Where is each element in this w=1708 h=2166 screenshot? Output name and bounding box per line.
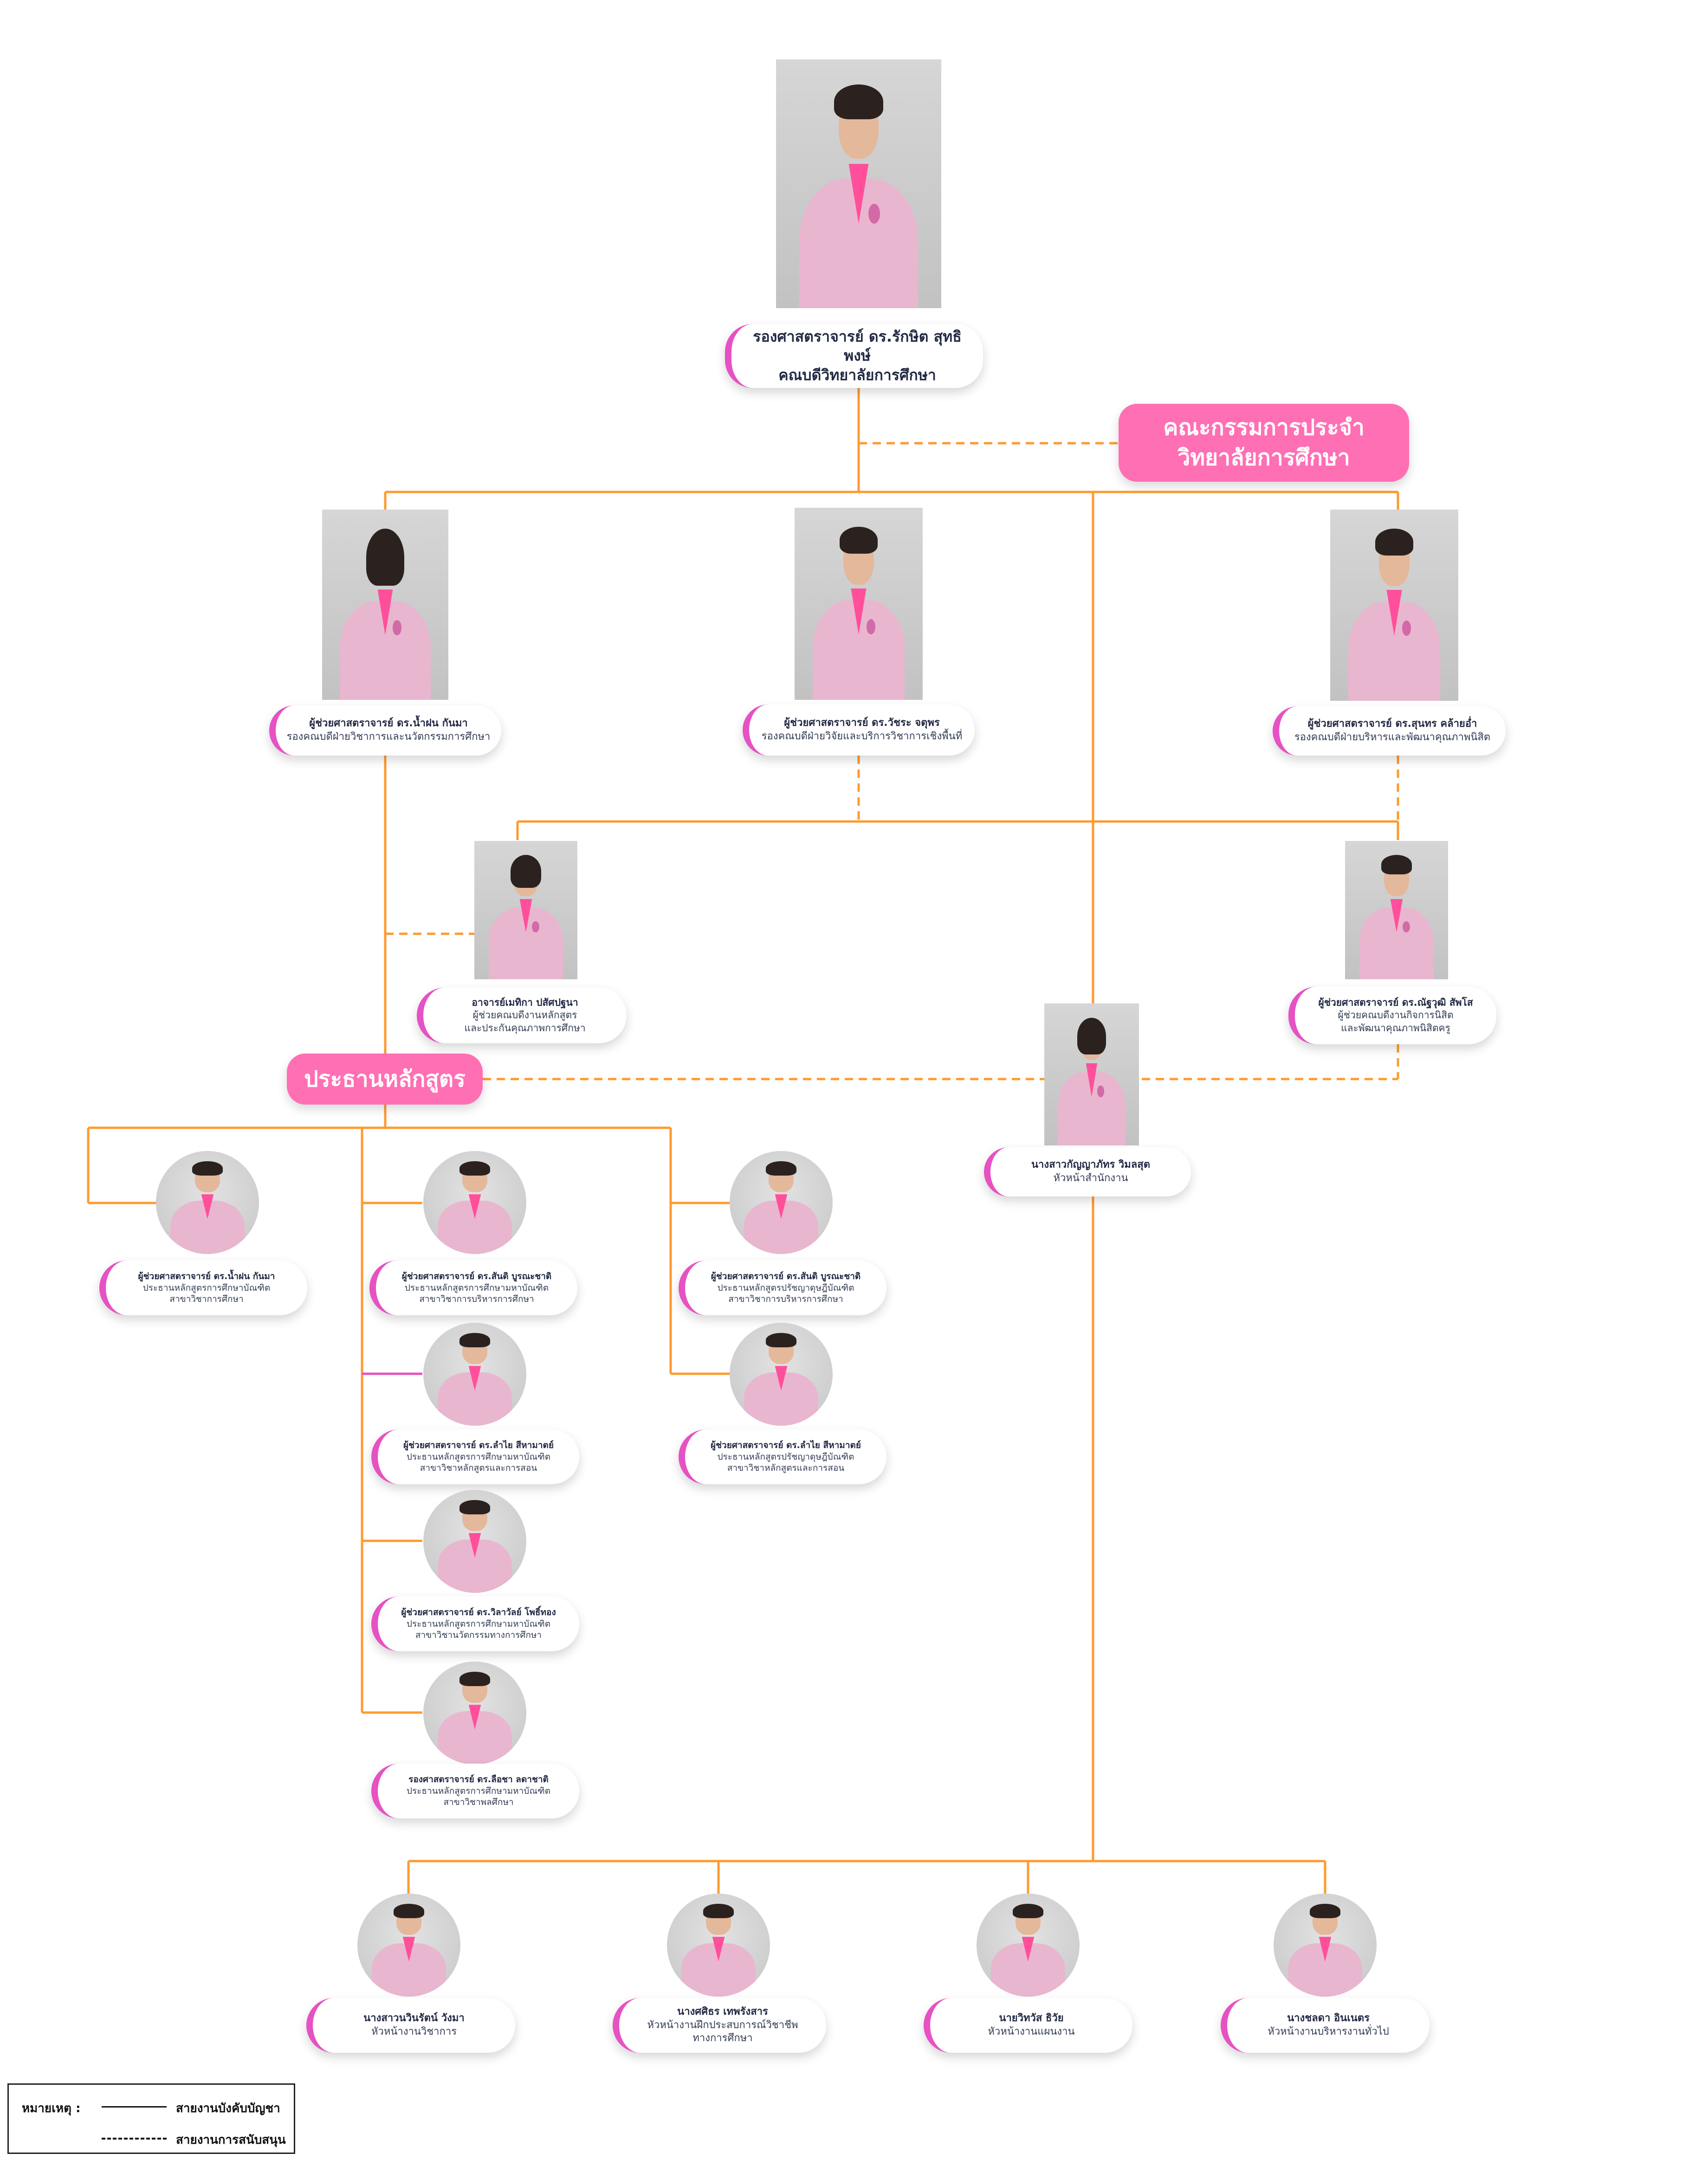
committee-line1: คณะกรรมการประจำ bbox=[1163, 414, 1365, 441]
assistant-2-photo bbox=[1345, 841, 1448, 979]
program-chair-5-name: รองศาสตราจารย์ ดร.ลือชา ลดาชาติ bbox=[408, 1774, 549, 1785]
assistant-1-photo bbox=[474, 841, 577, 979]
staff-2-name: นางศศิธร เทพรังสาร bbox=[677, 2006, 768, 2018]
staff-4-name: นางชลดา อินเนตร bbox=[1287, 2012, 1370, 2024]
staff-1-name: นางสาวนวินรัตน์ วังมา bbox=[363, 2012, 465, 2024]
staff-2-photo bbox=[667, 1894, 770, 1997]
dean-title: คณบดีวิทยาลัยการศึกษา bbox=[778, 366, 936, 384]
vice-dean-3-name: ผู้ช่วยศาสตราจารย์ ดร.สุนทร คล้ายอ่ำ bbox=[1307, 718, 1477, 730]
program-chair-4-title2: สาขาวิชานวัตกรรมทางการศึกษา bbox=[415, 1630, 542, 1641]
assistant-2-card: ผู้ช่วยศาสตราจารย์ ดร.ณัฐวุฒิ สัพโส ผู้ช… bbox=[1288, 987, 1496, 1044]
vice-dean-2-name: ผู้ช่วยศาสตราจารย์ ดร.วัชระ จตุพร bbox=[784, 717, 940, 729]
vice-dean-1-title: รองคณบดีฝ่ายวิชาการและนวัตกรรมการศึกษา bbox=[286, 731, 491, 743]
program-chair-7-card: ผู้ช่วยศาสตราจารย์ ดร.ลำไย สีหามาตย์ ประ… bbox=[679, 1429, 886, 1484]
legend-dashed-line bbox=[102, 2138, 167, 2140]
vice-dean-2-title: รองคณบดีฝ่ายวิจัยและบริการวิชาการเชิงพื้… bbox=[761, 731, 963, 742]
committee-line2: วิทยาลัยการศึกษา bbox=[1177, 445, 1350, 471]
program-chair-4-card: ผู้ช่วยศาสตราจารย์ ดร.วิลาวัลย์ โพธิ์ทอง… bbox=[371, 1597, 579, 1651]
program-chair-6-card: ผู้ช่วยศาสตราจารย์ ดร.สันติ บูรณะชาติ ปร… bbox=[679, 1261, 886, 1315]
program-chair-6-title2: สาขาวิชาการบริหารการศึกษา bbox=[728, 1294, 843, 1305]
staff-4-title1: หัวหน้างานบริหารงานทั่วไป bbox=[1268, 2026, 1389, 2037]
legend-box: หมายเหตุ : สายงานบังคับบัญชา สายงานการสน… bbox=[7, 2083, 295, 2154]
program-chair-1-name: ผู้ช่วยศาสตราจารย์ ดร.น้ำฝน กันมา bbox=[138, 1271, 275, 1281]
program-chair-5-card: รองศาสตราจารย์ ดร.ลือชา ลดาชาติ ประธานหล… bbox=[371, 1764, 579, 1818]
program-chair-1-card: ผู้ช่วยศาสตราจารย์ ดร.น้ำฝน กันมา ประธาน… bbox=[99, 1261, 307, 1315]
vice-dean-1-card: ผู้ช่วยศาสตราจารย์ ดร.น้ำฝน กันมา รองคณบ… bbox=[269, 705, 501, 756]
program-chair-7-title2: สาขาวิชาหลักสูตรและการสอน bbox=[727, 1463, 845, 1474]
program-chair-5-title2: สาขาวิชาพลศึกษา bbox=[443, 1797, 514, 1808]
program-chair-7-photo bbox=[730, 1323, 833, 1426]
vice-dean-3-title: รองคณบดีฝ่ายบริหารและพัฒนาคุณภาพนิสิต bbox=[1294, 731, 1491, 743]
program-chair-6-title1: ประธานหลักสูตรปรัชญาดุษฎีบัณฑิต bbox=[717, 1282, 854, 1293]
dean-name: รองศาสตราจารย์ ดร.รักษิต สุทธิพงษ์ bbox=[753, 327, 962, 365]
staff-1-title1: หัวหน้างานวิชาการ bbox=[371, 2026, 457, 2037]
vice-dean-2-card: ผู้ช่วยศาสตราจารย์ ดร.วัชระ จตุพร รองคณบ… bbox=[743, 705, 975, 756]
assistant-2-title1: ผู้ช่วยคณบดีงานกิจการนิสิต bbox=[1338, 1009, 1454, 1021]
legend-solid-text: สายงานบังคับบัญชา bbox=[176, 2101, 280, 2115]
assistant-2-name: ผู้ช่วยศาสตราจารย์ ดร.ณัฐวุฒิ สัพโส bbox=[1318, 997, 1473, 1009]
program-chair-3-name: ผู้ช่วยศาสตราจารย์ ดร.ลำไย สีหามาตย์ bbox=[403, 1440, 554, 1450]
staff-3-photo bbox=[977, 1894, 1080, 1997]
committee-box: คณะกรรมการประจำ วิทยาลัยการศึกษา bbox=[1119, 404, 1409, 482]
staff-3-name: นายวิทวัส ธิวัย bbox=[999, 2012, 1064, 2024]
program-chair-6-name: ผู้ช่วยศาสตราจารย์ ดร.สันติ บูรณะชาติ bbox=[711, 1271, 861, 1281]
program-chair-label: ประธานหลักสูตร bbox=[287, 1054, 483, 1105]
program-chair-1-title2: สาขาวิชาการศึกษา bbox=[169, 1294, 244, 1305]
program-chair-5-title1: ประธานหลักสูตรการศึกษามหาบัณฑิต bbox=[406, 1785, 551, 1796]
program-chair-7-name: ผู้ช่วยศาสตราจารย์ ดร.ลำไย สีหามาตย์ bbox=[711, 1440, 861, 1450]
dean-card: รองศาสตราจารย์ ดร.รักษิต สุทธิพงษ์ คณบดี… bbox=[725, 324, 983, 388]
vice-dean-3-photo bbox=[1330, 510, 1458, 701]
program-chair-1-title1: ประธานหลักสูตรการศึกษาบัณฑิต bbox=[142, 1282, 271, 1293]
office-head-photo bbox=[1044, 1003, 1139, 1145]
program-chair-4-photo bbox=[423, 1490, 526, 1593]
program-chair-3-card: ผู้ช่วยศาสตราจารย์ ดร.ลำไย สีหามาตย์ ประ… bbox=[371, 1429, 579, 1484]
office-head-name: นางสาวกัญญาภัทร วิมลสุต bbox=[1031, 1159, 1150, 1171]
dean-photo bbox=[776, 59, 941, 308]
legend-label: หมายเหตุ : bbox=[22, 2101, 81, 2115]
program-chair-2-name: ผู้ช่วยศาสตราจารย์ ดร.สันติ บูรณะชาติ bbox=[401, 1271, 552, 1281]
program-chair-2-card: ผู้ช่วยศาสตราจารย์ ดร.สันติ บูรณะชาติ ปร… bbox=[369, 1261, 577, 1315]
assistant-1-card: อาจารย์เมทิกา ปสัศปฐนา ผู้ช่วยคณบดีงานหล… bbox=[417, 988, 627, 1043]
vice-dean-3-card: ผู้ช่วยศาสตราจารย์ ดร.สุนทร คล้ายอ่ำ รอง… bbox=[1273, 706, 1506, 756]
assistant-1-name: อาจารย์เมทิกา ปสัศปฐนา bbox=[472, 997, 578, 1009]
office-head-card: นางสาวกัญญาภัทร วิมลสุต หัวหน้าสำนักงาน bbox=[984, 1147, 1191, 1196]
staff-1-photo bbox=[357, 1894, 460, 1997]
program-chair-3-photo bbox=[423, 1323, 526, 1426]
staff-2-card: นางศศิธร เทพรังสาร หัวหน้างานฝึกประสบการ… bbox=[613, 1998, 826, 2053]
legend-dashed-text: สายงานการสนับสนุน bbox=[176, 2133, 286, 2147]
staff-2-title2: ทางการศึกษา bbox=[692, 2032, 753, 2044]
staff-4-photo bbox=[1274, 1894, 1377, 1997]
vice-dean-2-photo bbox=[795, 508, 923, 700]
assistant-1-title2: และประกันคุณภาพการศึกษา bbox=[464, 1022, 586, 1034]
program-chair-2-title2: สาขาวิชาการบริหารการศึกษา bbox=[419, 1294, 534, 1305]
program-chair-7-title1: ประธานหลักสูตรปรัชญาดุษฎีบัณฑิต bbox=[717, 1451, 854, 1462]
vice-dean-1-name: ผู้ช่วยศาสตราจารย์ ดร.น้ำฝน กันมา bbox=[309, 718, 468, 730]
office-head-title: หัวหน้าสำนักงาน bbox=[1053, 1172, 1128, 1184]
staff-4-card: นางชลดา อินเนตร หัวหน้างานบริหารงานทั่วไ… bbox=[1221, 1998, 1430, 2053]
legend-solid-line bbox=[102, 2106, 167, 2108]
program-chair-3-title2: สาขาวิชาหลักสูตรและการสอน bbox=[420, 1463, 537, 1474]
program-chair-1-photo bbox=[156, 1151, 259, 1254]
program-chair-2-photo bbox=[423, 1151, 526, 1254]
program-chair-4-title1: ประธานหลักสูตรการศึกษามหาบัณฑิต bbox=[406, 1618, 551, 1629]
assistant-1-title1: ผู้ช่วยคณบดีงานหลักสูตร bbox=[472, 1009, 577, 1021]
staff-3-card: นายวิทวัส ธิวัย หัวหน้างานแผนงาน bbox=[924, 1998, 1132, 2053]
program-chair-5-photo bbox=[423, 1662, 526, 1765]
assistant-2-title2: และพัฒนาคุณภาพนิสิตครู bbox=[1341, 1022, 1450, 1034]
program-chair-3-title1: ประธานหลักสูตรการศึกษามหาบัณฑิต bbox=[406, 1451, 551, 1462]
program-chair-2-title1: ประธานหลักสูตรการศึกษามหาบัณฑิต bbox=[404, 1282, 549, 1293]
staff-3-title1: หัวหน้างานแผนงาน bbox=[988, 2026, 1075, 2037]
program-chair-6-photo bbox=[730, 1151, 833, 1254]
staff-1-card: นางสาวนวินรัตน์ วังมา หัวหน้างานวิชาการ bbox=[306, 1998, 515, 2053]
vice-dean-1-photo bbox=[322, 510, 448, 700]
staff-2-title1: หัวหน้างานฝึกประสบการณ์วิชาชีพ bbox=[647, 2019, 798, 2031]
program-chair-4-name: ผู้ช่วยศาสตราจารย์ ดร.วิลาวัลย์ โพธิ์ทอง bbox=[401, 1607, 556, 1617]
